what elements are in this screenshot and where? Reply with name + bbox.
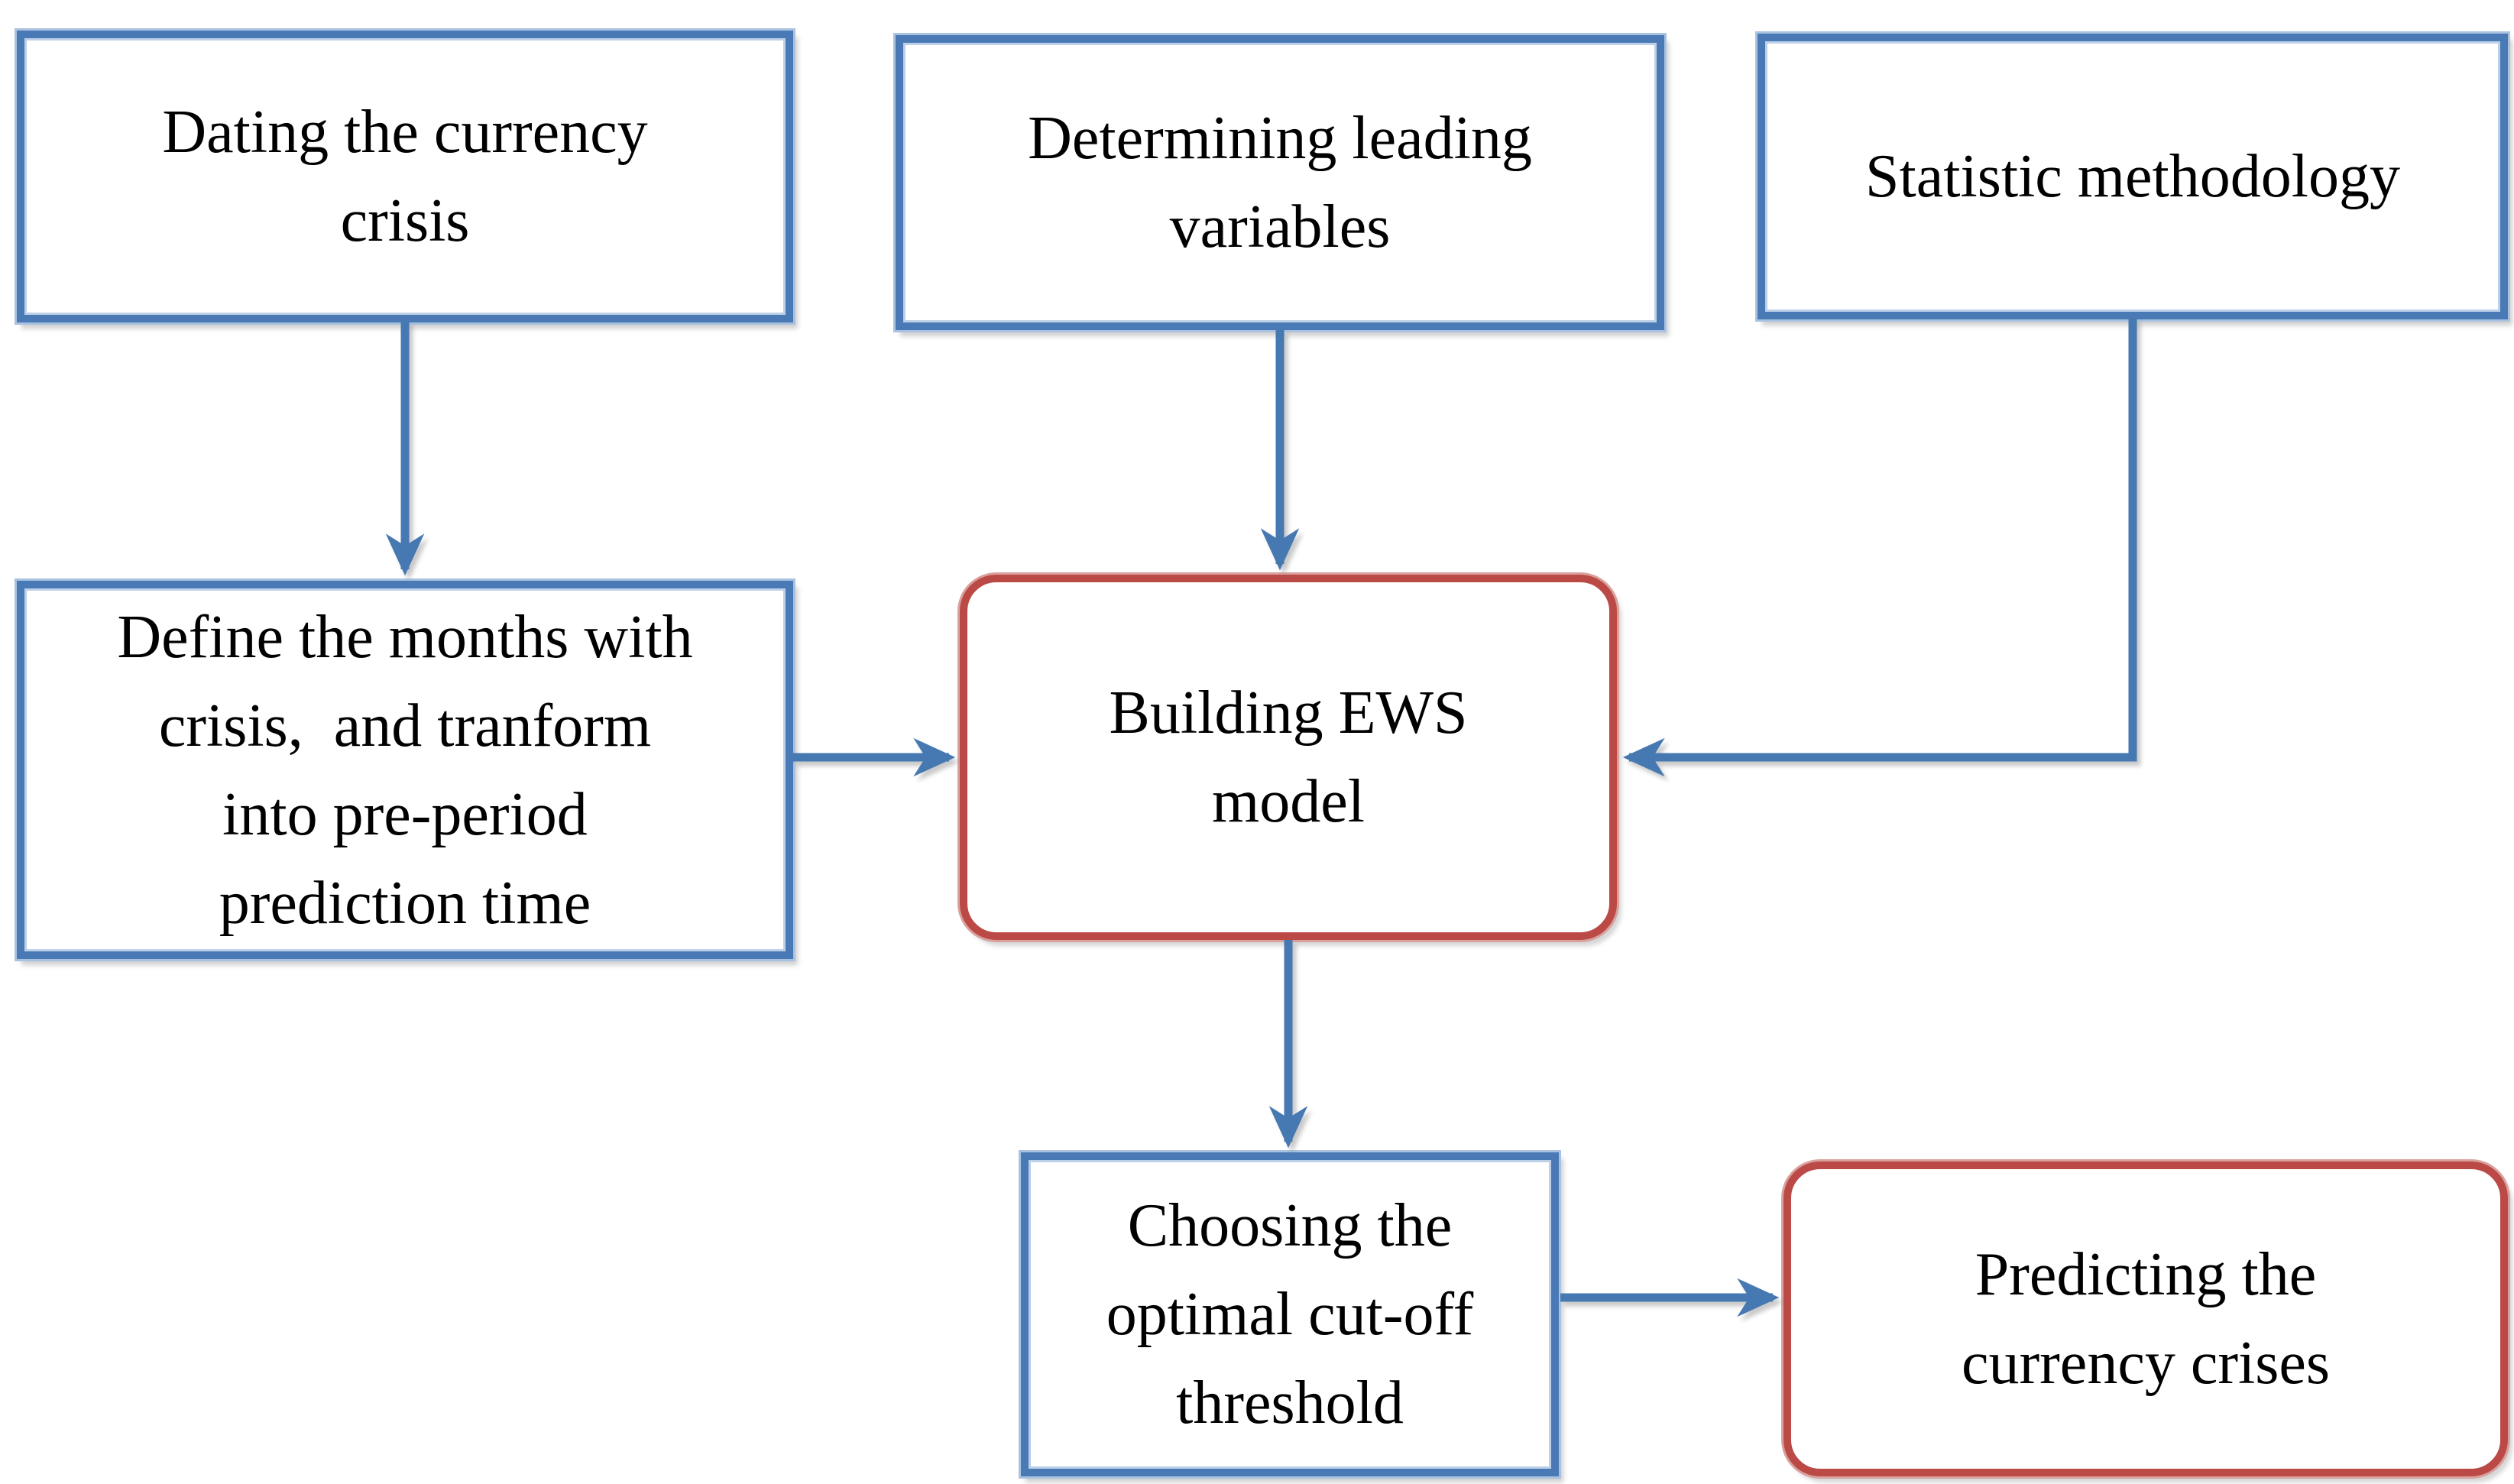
node-dating-currency-crisis-label: Dating the currency crisis [162, 99, 648, 254]
node-building-ews-model-label: Building EWS model [1109, 679, 1468, 835]
node-determining-leading-variables-label: Determining leading variables [1028, 105, 1532, 261]
node-statistic-methodology-label: Statistic methodology [1865, 143, 2400, 210]
arrow-statistic-to-building [1622, 318, 2137, 777]
node-define-months-with-crisis-label: Define the months with crisis, and tranf… [117, 603, 693, 937]
node-dating-currency-crisis: Dating the currency crisis [17, 31, 793, 322]
node-choosing-optimal-cutoff-threshold-label: Choosing the optimal cut-off threshold [1106, 1192, 1474, 1437]
node-choosing-optimal-cutoff-threshold: Choosing the optimal cut-off threshold [1021, 1152, 1559, 1476]
node-predicting-currency-crises: Predicting the currency crises [1783, 1162, 2508, 1476]
node-building-ews-model: Building EWS model [960, 575, 1617, 940]
node-define-months-with-crisis: Define the months with crisis, and tranf… [17, 581, 793, 959]
node-predicting-currency-crises-label: Predicting the currency crises [1962, 1241, 2330, 1397]
node-statistic-methodology: Statistic methodology [1758, 34, 2508, 319]
node-determining-leading-variables: Determining leading variables [896, 35, 1664, 330]
